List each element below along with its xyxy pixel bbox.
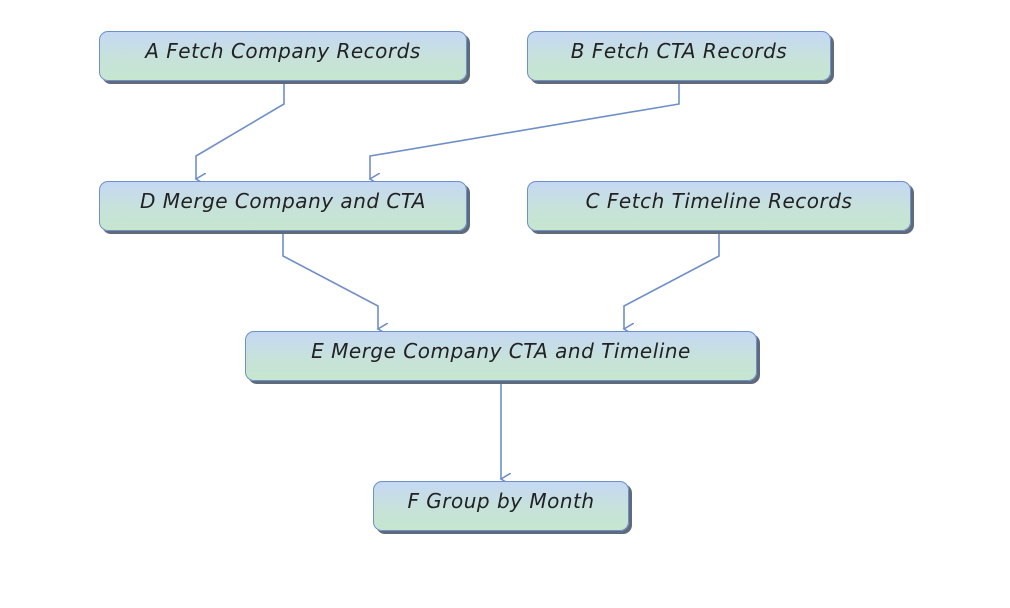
- node-label: F Group by Month: [407, 489, 595, 513]
- node-fetch-timeline-records[interactable]: C Fetch Timeline Records: [527, 181, 911, 231]
- node-merge-company-and-cta[interactable]: D Merge Company and CTA: [99, 181, 467, 231]
- node-label: E Merge Company CTA and Timeline: [311, 339, 691, 363]
- node-fetch-company-records[interactable]: A Fetch Company Records: [99, 31, 467, 81]
- node-label: C Fetch Timeline Records: [585, 189, 853, 213]
- node-merge-company-cta-and-timeline[interactable]: E Merge Company CTA and Timeline: [245, 331, 757, 381]
- node-group-by-month[interactable]: F Group by Month: [373, 481, 629, 531]
- node-label: D Merge Company and CTA: [140, 189, 426, 213]
- edge-b-to-d: [370, 84, 680, 179]
- edge-a-to-d: [196, 84, 285, 179]
- node-fetch-cta-records[interactable]: B Fetch CTA Records: [527, 31, 831, 81]
- node-label: B Fetch CTA Records: [570, 39, 788, 63]
- edge-c-to-e: [624, 234, 720, 329]
- edge-d-to-e: [282, 234, 378, 329]
- node-label: A Fetch Company Records: [145, 39, 421, 63]
